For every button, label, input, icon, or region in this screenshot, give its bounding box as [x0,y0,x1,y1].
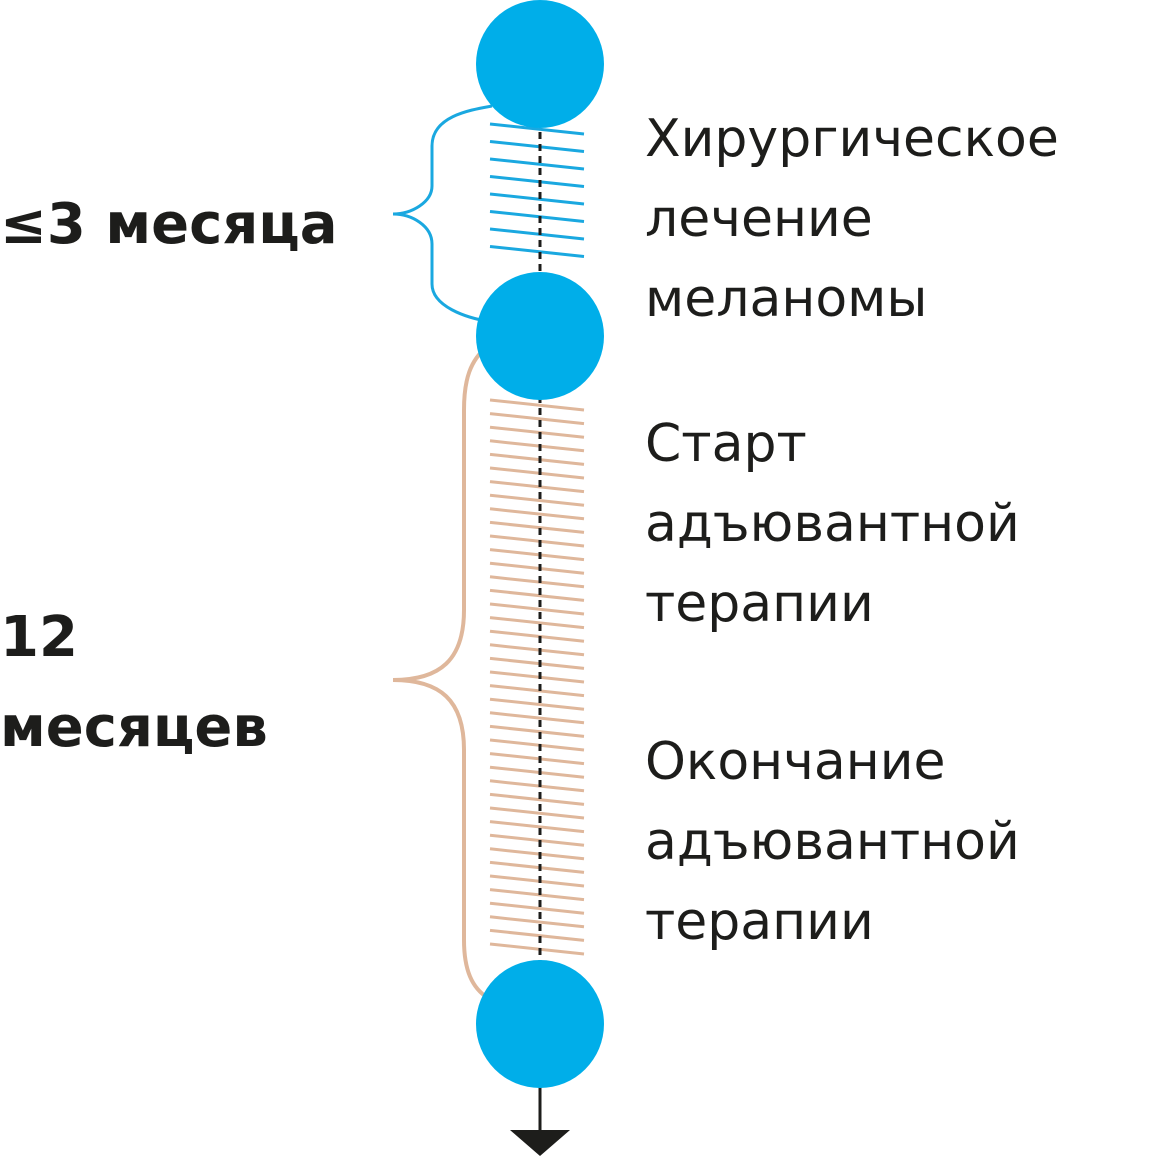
event-therapy-start-line-1: Старт [645,414,807,474]
event-therapy-end-line-3: терапии [645,892,874,952]
event-therapy-start-label: Старт адъювантной терапии [645,404,1020,644]
timeline-node-middle [476,272,604,400]
phase-2-hatch-line [489,711,585,725]
event-therapy-start-line-2: адъювантной [645,494,1020,554]
phase-2-hatch-line [489,643,585,657]
phase-2-hatch-line [489,656,585,670]
phase-2-hatch-line [489,670,585,684]
event-therapy-end-line-1: Окончание [645,732,946,792]
phase-2-hatch-line [489,942,585,956]
phase-2-hatch-line [489,534,585,548]
phase-2-hatch-line [489,888,585,902]
phase-2-hatch-line [489,915,585,929]
phase-2-hatch-line [489,724,585,738]
phase-2-hatch-line [489,575,585,589]
phase-2-hatch-line [489,520,585,534]
phase-2-hatch-line [489,629,585,643]
brace-phase-2 [392,344,490,1000]
phase-2-hatch-line [489,792,585,806]
phase-2-hatch-line [489,697,585,711]
phase-2-hatch-line [489,874,585,888]
phase-2-hatch-line [489,466,585,480]
phase-2-hatch-line [489,928,585,942]
phase-2-hatch-line [489,588,585,602]
phase-2-hatch-line [489,806,585,820]
phase-2-hatch-line [489,738,585,752]
phase-2-hatch-line [489,901,585,915]
arrow-down-icon [510,1130,570,1156]
timeline-node-start [476,0,604,128]
phase-1-hatch-line [489,192,585,206]
phase-2-hatch-line [489,548,585,562]
phase-1-hatch-line [489,245,585,258]
phase-2-hatch-line [489,493,585,507]
phase-2-hatch-line [489,833,585,847]
phase-2-hatch-line [489,860,585,874]
phase-2-hatch-line [489,561,585,575]
event-surgery-label: Хирургическое лечение меланомы [645,99,1059,339]
phase-1-label-line: ≤3 месяца [0,192,338,257]
phase-1-hatch-line [489,210,585,223]
phase-2-hatch-line [489,616,585,630]
phase-1-hatch-line [489,157,585,171]
phase-2-hatch-line [489,412,585,426]
hatch-phase-1 [489,122,585,258]
phase-2-hatch-line [489,452,585,466]
phase-2-label-line-2: месяцев [0,695,268,760]
phase-2-label: 12 месяцев [0,593,268,773]
phase-1-hatch-line [489,122,585,136]
event-surgery-line-1: Хирургическое [645,109,1059,169]
phase-2-hatch-line [489,425,585,439]
phase-1-hatch-line [489,227,585,241]
hatch-phase-2 [489,398,585,956]
phase-2-hatch-line [489,765,585,779]
phase-2-hatch-line [489,820,585,834]
event-therapy-start-line-3: терапии [645,574,874,634]
event-surgery-line-3: меланомы [645,269,928,329]
phase-2-hatch-line [489,847,585,861]
timeline-node-end [476,960,604,1088]
phase-1-hatch-line [489,140,585,153]
phase-2-hatch-line [489,439,585,453]
phase-1-hatch-line [489,175,585,188]
event-surgery-line-2: лечение [645,189,873,249]
phase-2-hatch-line [489,779,585,793]
phase-2-hatch-line [489,684,585,698]
phase-2-hatch-line [489,752,585,766]
event-therapy-end-label: Окончание адъювантной терапии [645,722,1020,962]
phase-2-hatch-line [489,602,585,616]
phase-2-hatch-line [489,398,585,412]
phase-2-label-line-1: 12 [0,605,78,670]
phase-2-hatch-line [489,480,585,494]
event-therapy-end-line-2: адъювантной [645,812,1020,872]
brace-phase-1 [392,104,493,324]
phase-1-label: ≤3 месяца [0,180,338,270]
phase-2-hatch-line [489,507,585,521]
